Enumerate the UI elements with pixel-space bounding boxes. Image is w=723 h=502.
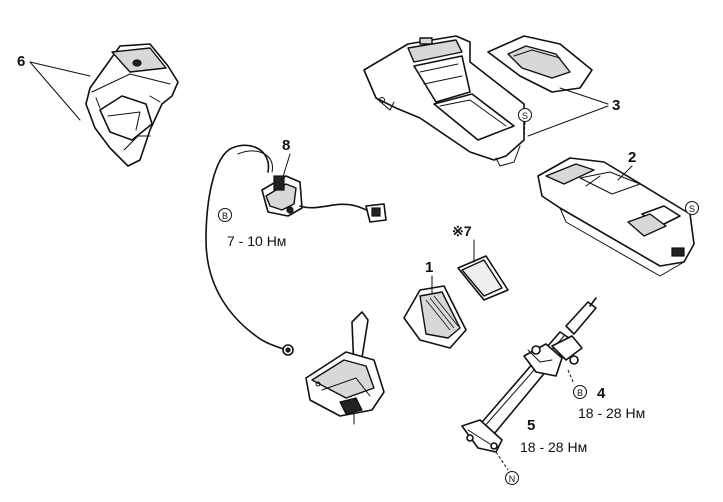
leader-3b xyxy=(527,105,609,137)
part-1-pedal xyxy=(403,285,467,349)
shift-lever-assembly xyxy=(305,311,385,425)
label-8: 8 xyxy=(282,137,290,154)
label-5: 5 xyxy=(527,417,535,434)
part-6-bezel xyxy=(85,43,179,167)
leader-2 xyxy=(617,165,633,181)
label-4: 4 xyxy=(597,385,606,402)
label-3: 3 xyxy=(612,97,620,114)
leader-6b xyxy=(29,61,81,121)
label-2: 2 xyxy=(628,149,636,166)
part-8-cable-assembly xyxy=(205,144,387,356)
svg-text:N: N xyxy=(509,474,516,484)
svg-text:B: B xyxy=(577,388,583,398)
bolt-marker-8: B xyxy=(218,208,232,222)
bolt-marker-4: B xyxy=(573,385,587,399)
part-2-console-rear xyxy=(537,157,695,277)
svg-text:S: S xyxy=(689,204,695,214)
svg-text:B: B xyxy=(222,211,228,221)
part-3-console-front xyxy=(363,35,525,167)
torque-8: 7 - 10 Нм xyxy=(227,233,286,249)
leader-6a xyxy=(29,61,91,77)
svg-text:S: S xyxy=(522,111,528,121)
torque-4: 18 - 28 Нм xyxy=(578,405,645,421)
nut-marker-5: N xyxy=(505,471,519,485)
torque-5: 18 - 28 Нм xyxy=(520,439,587,455)
part-7-pad xyxy=(457,255,509,301)
screw-marker-s-right: S xyxy=(685,201,699,215)
part-3-trim-plate xyxy=(487,35,593,93)
screw-marker-s-upper: S xyxy=(518,108,532,139)
steering-column xyxy=(461,297,597,471)
leader-3a xyxy=(559,87,609,105)
label-6: 6 xyxy=(17,53,25,70)
leader-8 xyxy=(281,153,291,181)
label-7: ※7 xyxy=(452,223,472,239)
label-1: 1 xyxy=(425,259,433,276)
